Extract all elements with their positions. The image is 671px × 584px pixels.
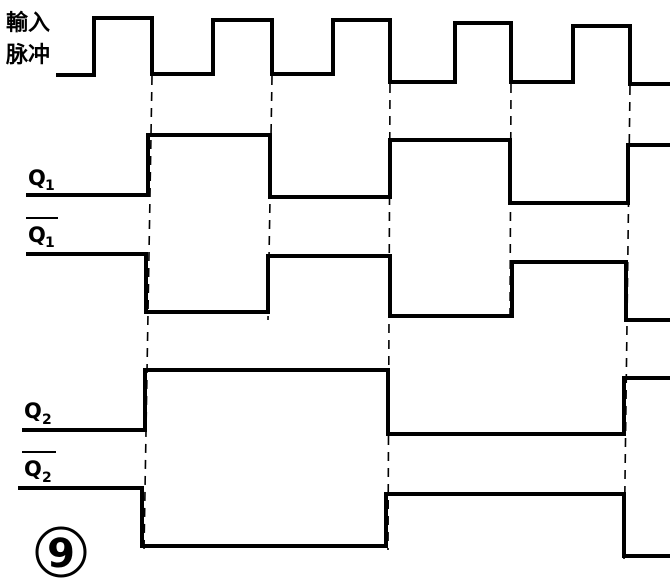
q1-bar-letter: Q bbox=[28, 223, 46, 247]
q1-bar-label: Q 1 bbox=[26, 217, 58, 251]
q1-bar-subscript: 1 bbox=[45, 235, 55, 251]
q1-subscript: 1 bbox=[45, 178, 55, 194]
q2-label: Q 2 bbox=[24, 399, 52, 428]
q2-waveform bbox=[22, 368, 670, 436]
figure-number: 9 bbox=[47, 531, 75, 577]
q1-letter: Q bbox=[28, 166, 46, 190]
q2-bar-label: Q 2 bbox=[22, 451, 56, 486]
q1-waveform bbox=[26, 133, 670, 205]
q1-bar-waveform bbox=[26, 252, 670, 322]
q2-subscript: 2 bbox=[42, 412, 52, 428]
figure-number-circle bbox=[35, 526, 87, 578]
input-label-line1: 輸入 bbox=[6, 10, 50, 36]
guide-line-3 bbox=[387, 83, 391, 551]
input-pulse-waveform bbox=[56, 16, 670, 86]
q2-bar-letter: Q bbox=[24, 457, 42, 481]
q2-bar-subscript: 2 bbox=[42, 470, 52, 486]
input-pulse-label: 輸入 脉冲 bbox=[5, 10, 50, 68]
q1-label: Q 1 bbox=[28, 166, 55, 194]
input-label-line2: 脉冲 bbox=[5, 43, 50, 68]
edge-guides bbox=[143, 75, 631, 561]
figure-number-badge: 9 bbox=[35, 526, 87, 578]
q2-letter: Q bbox=[24, 399, 42, 423]
q2-bar-waveform bbox=[18, 486, 670, 558]
guide-line-2 bbox=[267, 75, 273, 321]
